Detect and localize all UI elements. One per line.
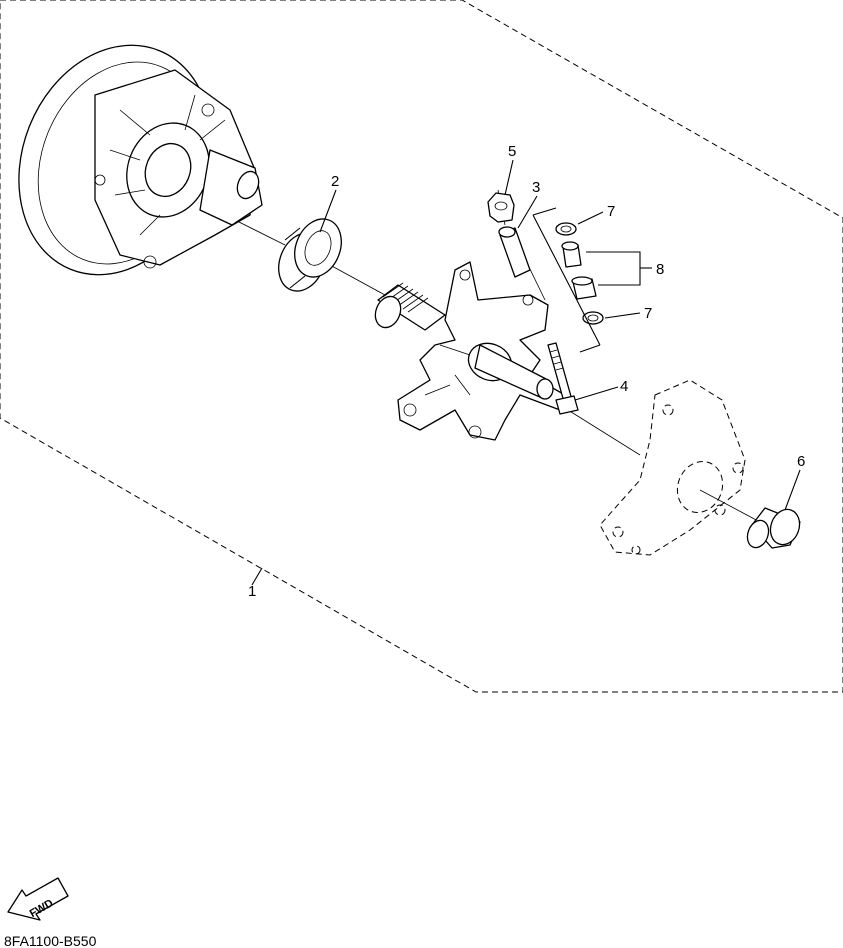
part-4-bolt xyxy=(547,342,579,415)
sheave-housing xyxy=(18,44,263,276)
knuckle-hub xyxy=(397,261,566,441)
part-3-sleeve xyxy=(498,226,531,278)
part-8-bushing-b xyxy=(571,276,597,300)
callout-7-bottom: 7 xyxy=(644,305,652,322)
part-8-bushing-a xyxy=(561,241,582,268)
callout-5: 5 xyxy=(508,143,516,160)
drawing-code: 8FA1100-B550 xyxy=(4,933,97,948)
callout-6: 6 xyxy=(797,453,805,470)
callout-4: 4 xyxy=(620,378,628,395)
callout-1: 1 xyxy=(248,583,256,600)
part-2-collar xyxy=(278,218,342,292)
part-6-collar xyxy=(746,507,801,549)
part-5-nut xyxy=(487,192,515,223)
part-group-bracket xyxy=(532,207,601,353)
part-7-washer-top xyxy=(555,222,577,236)
threaded-spindle xyxy=(374,282,446,331)
cover-plate xyxy=(599,379,746,556)
fwd-arrow-icon: FWD xyxy=(7,877,69,921)
leader-lines xyxy=(251,159,801,586)
callout-3: 3 xyxy=(532,179,540,196)
callout-7-top: 7 xyxy=(607,203,615,220)
callout-8: 8 xyxy=(656,261,664,278)
callout-2: 2 xyxy=(331,173,339,190)
